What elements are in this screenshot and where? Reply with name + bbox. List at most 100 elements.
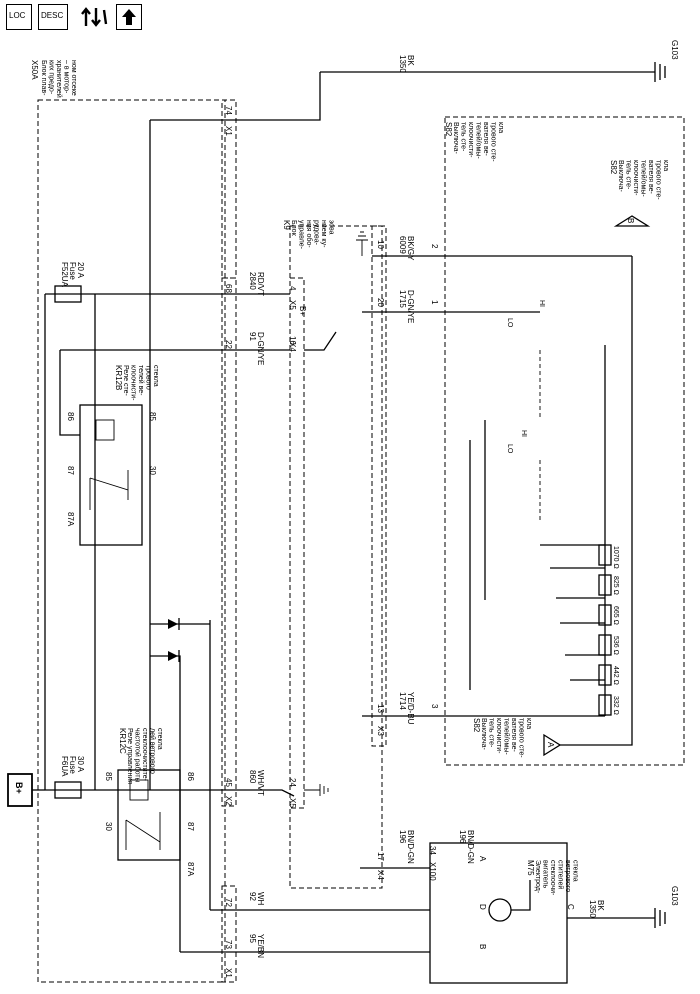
resistor-1070: 1070 Ω	[612, 546, 619, 569]
x2-band	[221, 277, 237, 807]
wire-1715-num: 1715	[398, 290, 407, 308]
f6ua-type: Fuse	[68, 756, 77, 774]
s82-bot-desc: Выключа-тель сте-клоочисти-телей/омы-ват…	[480, 718, 532, 758]
desc-icon[interactable]: DESC	[38, 4, 68, 30]
s82-bot-id: S82	[472, 718, 481, 733]
wire-92-color: WH	[256, 892, 265, 906]
conn-x3: X3	[376, 726, 385, 736]
wire-1715-color: D-GN/YE	[406, 290, 415, 323]
pin-20: 20	[376, 298, 385, 307]
resistor-825: 825 Ω	[612, 576, 619, 595]
conn-x5-bot: X5	[288, 798, 297, 808]
wire-6009-num: 6009	[398, 236, 407, 254]
f6ua-id: F6UA	[60, 756, 69, 777]
up-arrow-icon[interactable]	[116, 4, 142, 30]
kr12b-switch	[89, 470, 129, 510]
pin-22: 22	[224, 340, 233, 349]
s82-mid-id: S82	[609, 160, 618, 175]
ground-bot-symbol	[654, 908, 666, 928]
kr12b-86: 86	[66, 412, 75, 421]
pin-45: 45	[224, 778, 233, 787]
pin-73: 73	[224, 940, 233, 949]
wire-2840-color: RD/VT	[256, 272, 265, 296]
kr12c-body	[117, 769, 181, 861]
wire-1350-bot-color: BK	[596, 900, 605, 911]
lo-label-2: LO	[506, 444, 513, 454]
fuse-f6ua	[54, 781, 82, 799]
s82-bus-right	[560, 256, 633, 746]
up-arrow-glyph	[122, 9, 136, 25]
wire-860-num: 860	[248, 770, 257, 784]
f52ua-id: F52UA	[60, 262, 69, 288]
f6ua-rating: 30 A	[76, 756, 85, 773]
pin-68: 68	[224, 284, 233, 293]
kr12c-30: 30	[104, 822, 113, 831]
vwire-diode-b	[150, 655, 181, 790]
wire-92-num: 92	[248, 892, 257, 901]
wire-1350-top-num: 1350	[398, 55, 407, 73]
triangle-b-label: B	[626, 218, 635, 223]
fuse-f52ua	[54, 285, 82, 303]
pin-1: 1	[430, 300, 439, 305]
k9-ground-10	[356, 231, 368, 256]
pin-74: 74	[224, 106, 233, 115]
x50a-id: X50A	[30, 60, 39, 80]
pin-d: D	[478, 904, 487, 910]
f52ua-type: Fuse	[68, 262, 77, 280]
tools-arrows-icon[interactable]	[80, 4, 110, 30]
kr12c-switch	[125, 812, 161, 850]
hi-label-2: HI	[520, 430, 527, 437]
kr12c-coil	[129, 779, 149, 801]
kr12c-id: KR12C	[118, 728, 127, 754]
k9-id: K9	[282, 220, 291, 230]
pin-34: 34	[428, 846, 437, 855]
conn-x4-bot: X4	[376, 870, 385, 880]
x50a-desc: Блок плав-ких предо-хранителей– в мотор-…	[40, 60, 77, 98]
pin-16: 16	[288, 336, 297, 345]
conn-x2: X2	[224, 796, 233, 806]
pin-17: 17	[376, 852, 385, 861]
kr12b-coil	[95, 419, 115, 441]
m75-id: M75	[526, 860, 535, 876]
kr12c-87: 87	[186, 822, 195, 831]
wire-196a-num: 196	[398, 830, 407, 844]
wire-196b-color: BN/D-GN	[466, 830, 475, 864]
x1-bot-band	[221, 885, 237, 983]
kr12b-87: 87	[66, 466, 75, 475]
wire-91-num: 91	[248, 332, 257, 341]
kr12b-id: KR12B	[114, 365, 123, 390]
f52ua-rating: 20 A	[76, 262, 85, 279]
k9-desc: Блокуправле-ния обо-рудова-нием ку-зова	[290, 220, 335, 250]
resistor-442: 442 Ω	[612, 666, 619, 685]
pin-a: A	[478, 856, 487, 862]
s82-border	[444, 116, 685, 766]
loc-icon[interactable]: LOC	[6, 4, 32, 30]
battery-label: B+	[14, 782, 24, 794]
kr12b-30: 30	[148, 466, 157, 475]
wire-2840-num: 2840	[248, 272, 257, 290]
resistor-332: 332 Ω	[612, 696, 619, 715]
x50a-border	[37, 99, 226, 983]
wire-860-color: WH/VT	[256, 770, 265, 796]
s82-top-desc: Выключа-тель сте-клоочисти-телей/омы-ват…	[452, 122, 504, 162]
wire-196a-color: BN/D-GN	[406, 830, 415, 864]
conn-x4-top: X4	[288, 342, 297, 352]
ground-top-symbol	[654, 62, 666, 82]
diode-upper	[168, 618, 180, 630]
conn-x5-top: X5	[288, 300, 297, 310]
wire-1714-color: YE/D-BU	[406, 692, 415, 725]
diode-lower	[168, 650, 180, 662]
wire-196b-num: 196	[458, 830, 467, 844]
kr12b-87a: 87A	[66, 512, 75, 527]
kr12b-desc: Реле сте-клоочисти-телей ве-тровогостекл…	[122, 365, 159, 401]
conn-x1-top: X1	[224, 126, 233, 136]
k9-ground-24	[304, 784, 329, 796]
x3-band	[371, 225, 387, 747]
triangle-a	[543, 733, 562, 757]
pin-4: 4	[288, 286, 297, 291]
pin-72: 72	[224, 898, 233, 907]
pin-b-plus: B+	[298, 306, 307, 316]
loc-icon-label: LOC	[9, 11, 26, 20]
resistor-665: 665 Ω	[612, 606, 619, 625]
